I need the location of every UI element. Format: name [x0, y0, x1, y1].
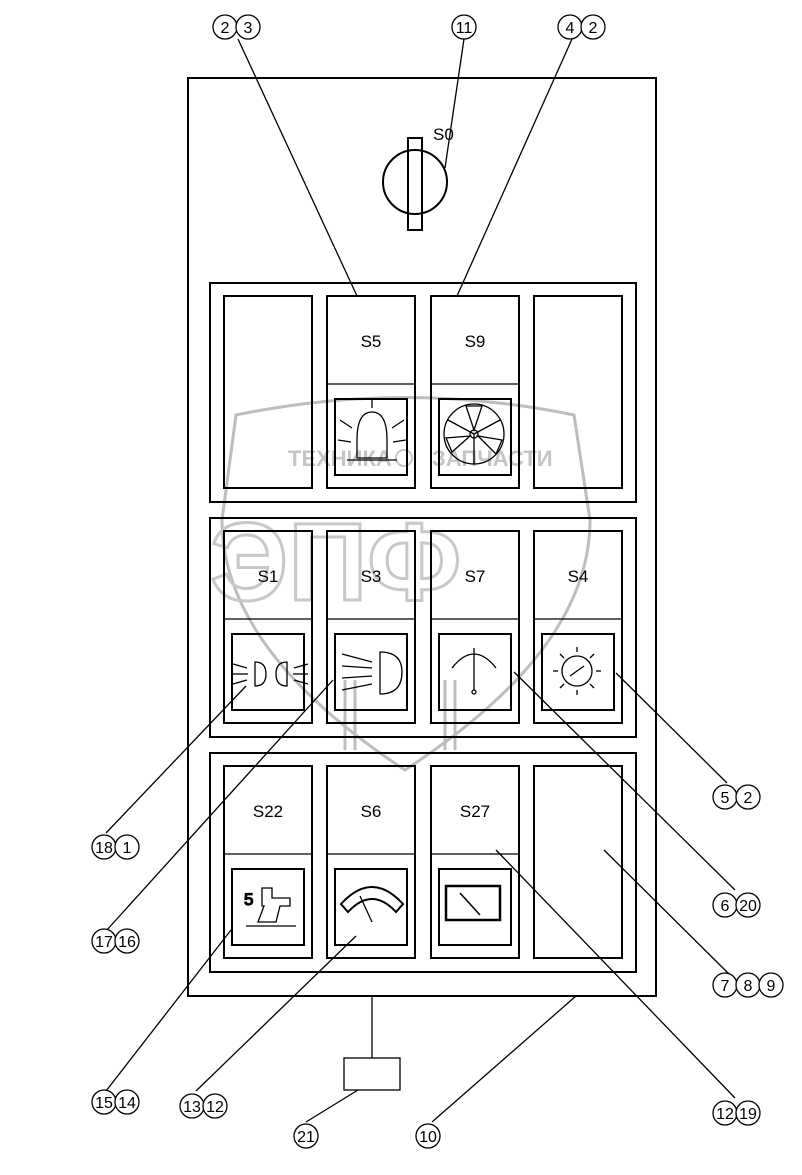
switch-label-s6: S6: [361, 802, 382, 821]
callout-number: 6: [721, 898, 730, 915]
switch-s22[interactable]: S22: [223, 765, 313, 959]
callout-number: 13: [183, 1099, 201, 1116]
switch-label-s4: S4: [568, 567, 589, 586]
callout-c-21: 21: [293, 1123, 319, 1149]
control-panel: [187, 77, 657, 997]
switch-blank-3[interactable]: [533, 765, 623, 959]
callout-c-18-1: 18 1: [91, 834, 140, 860]
switch-label-s27: S27: [460, 802, 490, 821]
callout-number: 11: [456, 20, 473, 37]
callout-number: 9: [767, 978, 776, 995]
callout-number: 15: [95, 1095, 113, 1112]
meter-icon: [444, 884, 502, 922]
callout-c-12-19: 12 19: [712, 1100, 761, 1126]
callout-number: 19: [739, 1106, 757, 1123]
callout-number: 2: [744, 790, 753, 807]
callout-c-11: 11: [451, 14, 477, 40]
callout-number: 2: [589, 20, 598, 37]
switch-blank-1[interactable]: [223, 295, 313, 489]
switch-label-s7: S7: [465, 567, 486, 586]
callout-number: 12: [206, 1099, 224, 1116]
switch-row-top: [209, 282, 637, 503]
callout-c-10: 10: [415, 1123, 441, 1149]
callout-number: 12: [716, 1106, 734, 1123]
drill-number: 5: [244, 890, 253, 909]
wheat-icon: [343, 680, 457, 750]
switch-label-s22: S22: [253, 802, 283, 821]
switch-s4[interactable]: S4: [533, 530, 623, 724]
callout-number: 1: [123, 840, 132, 857]
watermark-logo: ЭПФ: [210, 501, 461, 624]
leader-lines: [105, 38, 736, 1123]
main-switch[interactable]: S0: [382, 125, 454, 231]
watermark: ТЕХНИКА ЗАПЧАСТИ ЭПФ: [209, 396, 592, 772]
callout-number: 18: [95, 840, 113, 857]
callout-c-13-12: 13 12: [179, 1093, 228, 1119]
switch-s6[interactable]: S6: [326, 765, 416, 959]
wiper-icon: [451, 648, 497, 695]
callout-number: 17: [95, 934, 113, 951]
beacon-icon: [337, 400, 407, 461]
headlight-icon: [341, 651, 403, 695]
switch-s1[interactable]: S1: [223, 530, 313, 724]
switch-s9[interactable]: S9: [430, 295, 520, 489]
switch-s27[interactable]: S27: [430, 765, 520, 959]
callout-number: 7: [721, 978, 730, 995]
drill-icon: 5: [243, 887, 296, 927]
callout-number: 21: [297, 1129, 315, 1146]
callout-number: 8: [744, 978, 753, 995]
callout-number: 10: [419, 1129, 437, 1146]
cabin-light-icon: [553, 647, 601, 695]
callout-number: 2: [221, 20, 230, 37]
side-lights-icon: [232, 661, 309, 687]
switch-label-s3: S3: [361, 567, 382, 586]
connector-block: [343, 1057, 401, 1091]
fan-icon: [443, 403, 505, 465]
switch-blank-2[interactable]: [533, 295, 623, 489]
switch-row-middle: [209, 517, 637, 738]
switch-label-s5: S5: [361, 332, 382, 351]
callout-number: 3: [244, 20, 253, 37]
callout-number: 20: [739, 898, 757, 915]
callout-c-6-20: 6 20: [712, 892, 761, 918]
gear-icon: [395, 449, 413, 467]
callout-number: 16: [118, 934, 136, 951]
switch-s7[interactable]: S7: [430, 530, 520, 724]
switch-label-s9: S9: [465, 332, 486, 351]
switch-label-s1: S1: [258, 567, 279, 586]
switch-s5[interactable]: S5: [326, 295, 416, 489]
callout-number: 14: [118, 1095, 136, 1112]
callout-number: 4: [566, 20, 575, 37]
switch-knob-icon: [382, 149, 448, 215]
gauge-icon: [339, 886, 405, 923]
callout-number: 5: [721, 790, 730, 807]
switch-s3[interactable]: S3: [326, 530, 416, 724]
switch-row-bottom: [209, 752, 637, 973]
